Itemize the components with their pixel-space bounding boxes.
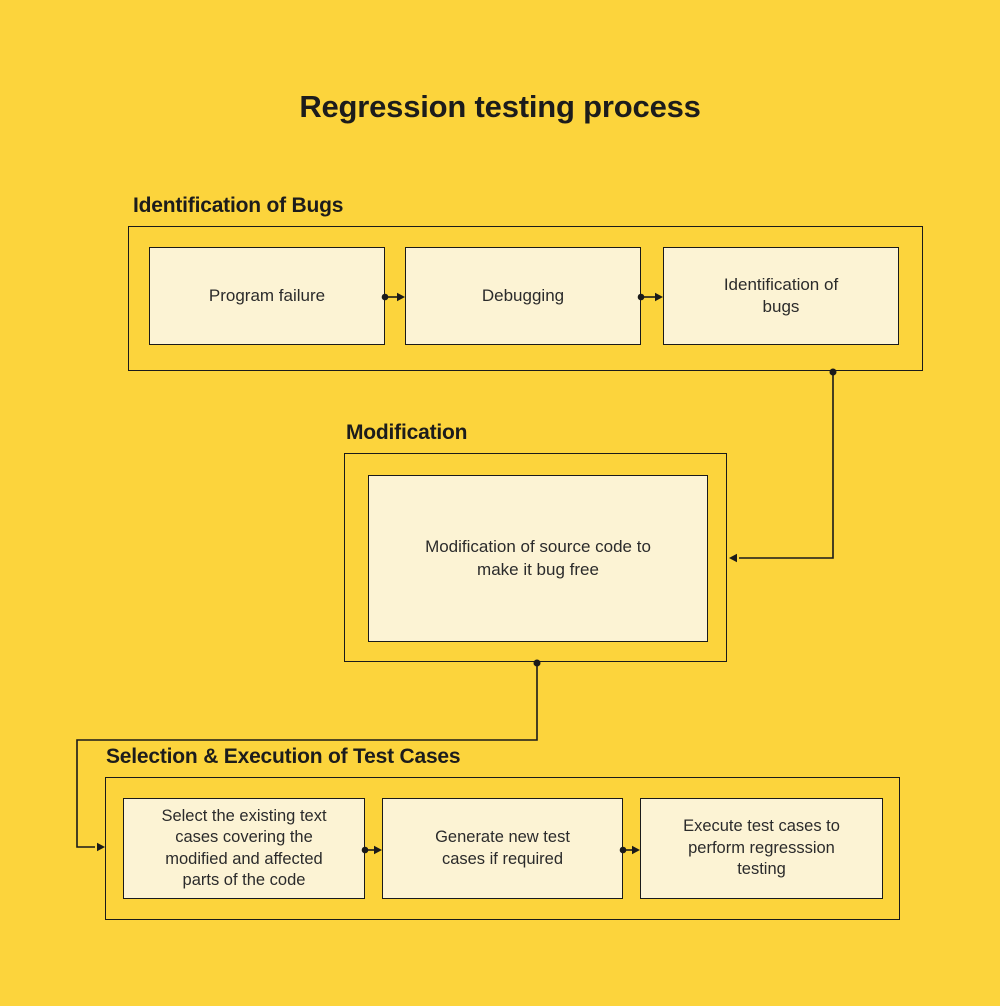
flow-box-debugging: Debugging bbox=[405, 247, 641, 345]
flow-box-identification-of-bugs: Identification of bugs bbox=[663, 247, 899, 345]
flow-box-program-failure: Program failure bbox=[149, 247, 385, 345]
group-container-identification-of-bugs bbox=[128, 226, 923, 371]
section-heading-modification: Modification bbox=[346, 421, 468, 444]
diagram-title: Regression testing process bbox=[299, 89, 701, 124]
flow-box-modification-of-source-code: Modification of source code to make it b… bbox=[368, 475, 708, 642]
flow-box-generate-new-cases: Generate new test cases if required bbox=[382, 798, 623, 899]
section-heading-selection-execution: Selection & Execution of Test Cases bbox=[106, 745, 461, 768]
connector-identification-to-modification-icon bbox=[729, 368, 837, 563]
flow-box-execute-test-cases: Execute test cases to perform regresssio… bbox=[640, 798, 883, 899]
flow-box-select-existing-cases: Select the existing text cases covering … bbox=[123, 798, 365, 899]
section-heading-identification-of-bugs: Identification of Bugs bbox=[133, 194, 344, 217]
